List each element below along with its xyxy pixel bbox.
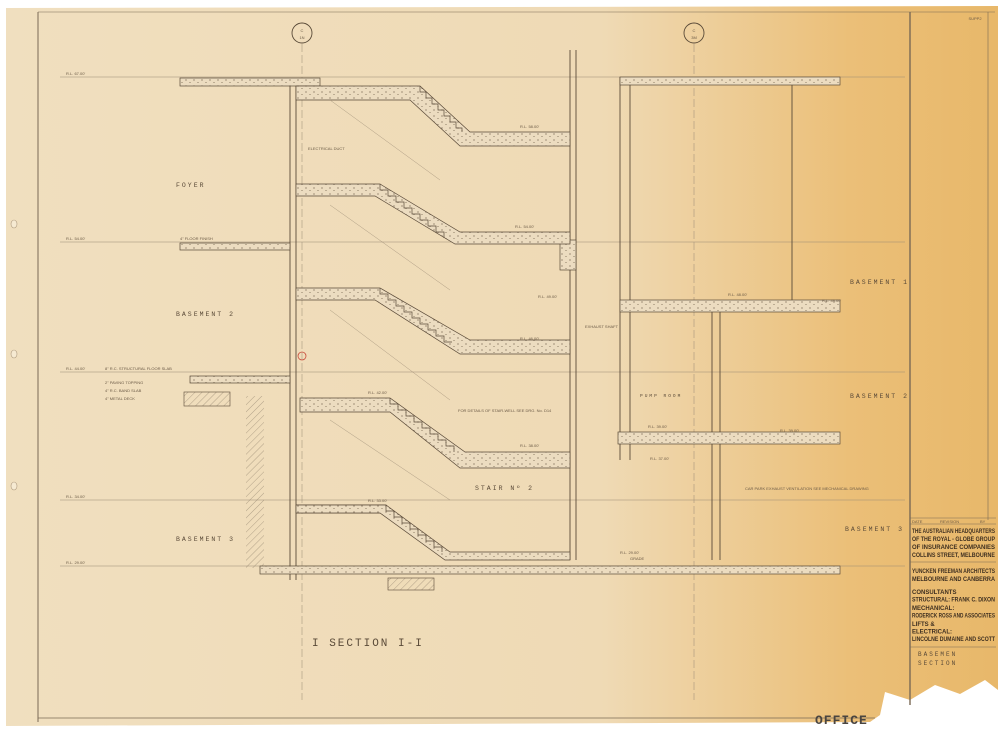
grid-marker-top: C xyxy=(301,28,304,33)
grid-marker-top: C xyxy=(693,28,696,33)
stair-treads xyxy=(379,86,463,552)
level-label: R.L. 67.00' xyxy=(66,71,85,76)
room-label-foyer: FOYER xyxy=(176,182,206,189)
stair-label: STAIR Nº 2 xyxy=(475,485,534,492)
note-exhaust-shaft: EXHAUST SHAFT xyxy=(585,324,619,329)
room-label-basement-3: BASEMENT 3 xyxy=(176,536,235,543)
note-rc-band: 4" R.C. BAND SLAB xyxy=(105,388,142,393)
note-grade: GRADE xyxy=(630,556,645,561)
binding-holes xyxy=(10,219,18,491)
level-mark: R.L. 37.00' xyxy=(650,456,669,461)
architect-line: YUNCKEN FREEMAN ARCHITECTS xyxy=(912,569,995,575)
level-mark: R.L. 39.00' xyxy=(648,424,667,429)
level-mark: R.L. 33.00' xyxy=(368,498,387,503)
retaining-wall xyxy=(246,396,264,568)
room-label-basement-2-right: BASEMENT 2 xyxy=(850,393,909,400)
note-stair-details: FOR DETAILS OF STAIR-WELL SEE DRG. No. D… xyxy=(458,408,552,413)
level-label: R.L. 29.00' xyxy=(66,560,85,565)
room-label-basement-2: BASEMENT 2 xyxy=(176,311,235,318)
annotations: 4" FLOOR FINISH ELECTRICAL DUCT FOR DETA… xyxy=(105,146,869,561)
grid-marker: C 3M xyxy=(683,22,705,44)
note-slab: 8" R.C. STRUCTURAL FLOOR SLAB xyxy=(105,366,172,371)
level-mark: R.L. 49.00' xyxy=(538,294,557,299)
level-mark: R.L. 29.00' xyxy=(620,550,639,555)
note-paving: 2" PAVING TOPPING xyxy=(105,380,143,385)
stair-level-labels: R.L. 58.00' R.L. 54.00' R.L. 49.00' R.L.… xyxy=(368,124,841,555)
level-mark: R.L. 58.00' xyxy=(520,124,539,129)
level-mark: R.L. 42.00' xyxy=(368,390,387,395)
note-metal-deck: 4" METAL DECK xyxy=(105,396,135,401)
consultant-line: LIFTS & xyxy=(912,622,935,628)
title-block: DATE REVISION BY THE AUSTRALIAN HEADQUAR… xyxy=(910,517,996,667)
consultant-line: LINCOLNE DUMAINE AND SCOTT xyxy=(912,637,995,643)
level-mark: R.L. 49.00' xyxy=(822,298,841,303)
sheet-number: SUPP2 xyxy=(968,16,982,21)
level-label: R.L. 34.00' xyxy=(66,494,85,499)
handrail-lines xyxy=(329,99,451,501)
footing-section xyxy=(387,577,435,591)
stair-well-walls xyxy=(289,50,793,580)
note-electrical-duct: ELECTRICAL DUCT xyxy=(308,146,345,151)
note-floor-finish: 4" FLOOR FINISH xyxy=(180,236,213,241)
grid-lines xyxy=(301,44,695,700)
project-line: THE AUSTRALIAN HEADQUARTERS xyxy=(912,529,995,535)
drawing-title: SECTION xyxy=(918,660,957,667)
consultant-line: CONSULTANTS xyxy=(912,590,956,596)
room-label-basement-1: BASEMENT 1 xyxy=(850,279,909,286)
level-mark: R.L. 48.00' xyxy=(728,292,747,297)
consultant-line: MECHANICAL: xyxy=(912,606,954,612)
revision-header: BY xyxy=(980,519,986,524)
grid-marker-bottom: 1N xyxy=(299,35,304,40)
level-label: R.L. 44.00' xyxy=(66,366,85,371)
room-label-basement-3-right: BASEMENT 3 xyxy=(845,526,904,533)
sheet-border xyxy=(37,11,995,722)
note-car-park-exhaust: CAR PARK EXHAUST VENTILATION SEE MECHANI… xyxy=(745,486,869,491)
grid-marker: C 1N xyxy=(291,22,313,44)
section-title: I SECTION I-I xyxy=(312,638,424,650)
level-mark: R.L. 39.00' xyxy=(780,428,799,433)
revision-header: REVISION xyxy=(940,519,959,524)
beam-section xyxy=(183,391,231,407)
project-line: OF THE ROYAL - GLOBE GROUP xyxy=(912,537,995,543)
project-line: COLLINS STREET, MELBOURNE xyxy=(912,553,995,559)
level-mark: R.L. 54.00' xyxy=(515,224,534,229)
consultant-line: STRUCTURAL: FRANK C. DIXON xyxy=(912,598,995,604)
red-revision-circle xyxy=(297,351,307,361)
drawing-title: BASEMEN xyxy=(918,651,957,658)
consultant-line: ELECTRICAL: xyxy=(912,630,952,636)
project-line: OF INSURANCE COMPANIES xyxy=(912,545,995,551)
grid-marker-bottom: 3M xyxy=(691,35,697,40)
architect-line: MELBOURNE AND CANBERRA xyxy=(912,577,996,583)
pump-room-label: PUMP ROOM xyxy=(640,393,682,399)
revision-header: DATE xyxy=(912,519,923,524)
level-mark: R.L. 38.00' xyxy=(520,443,539,448)
office-stamp: OFFICE xyxy=(815,713,868,728)
level-labels: R.L. 67.00' R.L. 54.00' R.L. 44.00' R.L.… xyxy=(66,71,85,565)
stair-flights xyxy=(295,85,571,561)
consultant-line: RODERICK ROSS AND ASSOCIATES xyxy=(912,614,995,620)
level-mark: R.L. 46.00' xyxy=(520,336,539,341)
level-label: R.L. 54.00' xyxy=(66,236,85,241)
